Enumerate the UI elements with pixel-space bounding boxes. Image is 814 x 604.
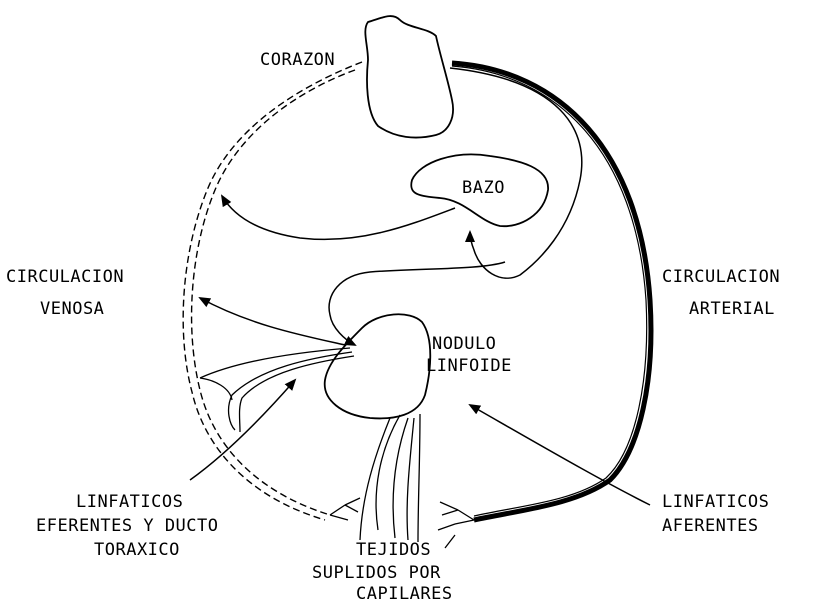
label-tejidos-3: CAPILARES — [356, 584, 453, 604]
label-circ-venosa-2: VENOSA — [40, 299, 104, 319]
capillary-right — [438, 502, 474, 530]
label-tejidos-2: SUPLIDOS POR — [312, 563, 441, 583]
label-bazo: BAZO — [462, 178, 505, 198]
afferent-vessel-4 — [418, 414, 420, 542]
label-tejidos-1: TEJIDOS — [356, 540, 431, 560]
spleen-out-arrow — [222, 196, 455, 239]
heart-to-spleen-path — [450, 68, 582, 278]
lymph-node-shape — [325, 314, 431, 418]
label-circ-arterial-1: CIRCULACION — [662, 267, 780, 287]
efferent-vessel-4 — [200, 378, 232, 400]
branch-to-node-path — [329, 262, 505, 345]
tejidos-pointer — [445, 535, 455, 548]
afferent-vessel-1 — [376, 415, 400, 530]
label-aferentes-2: AFERENTES — [662, 516, 759, 536]
label-circ-arterial-2: ARTERIAL — [689, 299, 775, 319]
label-corazon: CORAZON — [260, 50, 335, 70]
label-nodulo: NODULO — [432, 334, 496, 354]
node-out-arrow — [200, 298, 345, 345]
afferent-vessel-3 — [407, 418, 414, 540]
afferent-vessel-5 — [360, 418, 390, 540]
venous-circulation-path — [192, 70, 355, 515]
label-eferentes-3: TORAXICO — [94, 540, 180, 560]
label-circ-venosa-1: CIRCULACION — [6, 267, 124, 287]
afferent-vessel-2 — [393, 418, 408, 538]
label-aferentes-1: LINFATICOS — [662, 492, 769, 512]
label-eferentes-2: EFERENTES Y DUCTO — [36, 516, 219, 536]
label-linfoide: LINFOIDE — [426, 356, 512, 376]
capillary-left — [330, 498, 360, 520]
heart-shape — [365, 16, 453, 137]
label-eferentes-1: LINFATICOS — [76, 492, 183, 512]
efferent-vessel-2 — [229, 352, 352, 430]
